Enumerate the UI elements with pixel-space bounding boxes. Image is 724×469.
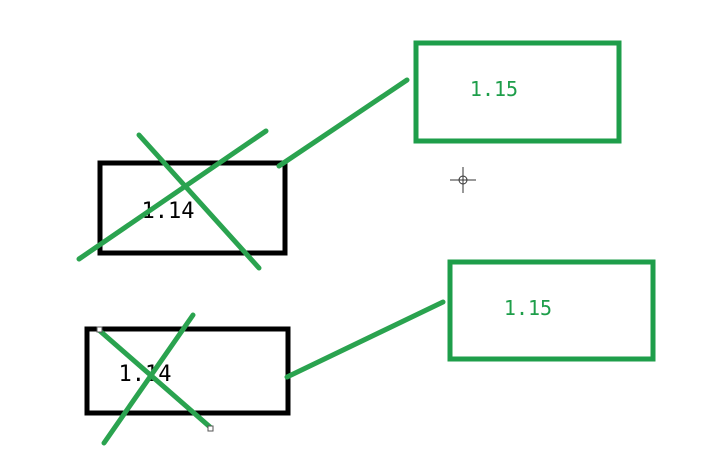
new-value-box[interactable] [413, 40, 622, 144]
crosshair-cursor-icon [450, 167, 476, 193]
strike-line [76, 128, 269, 262]
new-value-label: 1.15 [504, 296, 552, 320]
connector-line [276, 77, 410, 169]
selection-handle[interactable] [96, 326, 103, 333]
annotation-group-2: 1.14 1.15 [84, 259, 656, 446]
old-value-box[interactable] [97, 160, 288, 256]
strike-line [97, 328, 213, 430]
selection-handle[interactable] [207, 425, 214, 432]
connector-line [284, 299, 446, 380]
new-value-box[interactable] [447, 259, 656, 362]
strike-line [136, 132, 262, 271]
strike-line [101, 312, 196, 446]
new-value-label: 1.15 [470, 77, 518, 101]
annotation-group-1: 1.14 1.15 [76, 40, 622, 271]
old-value-box[interactable] [84, 326, 291, 416]
